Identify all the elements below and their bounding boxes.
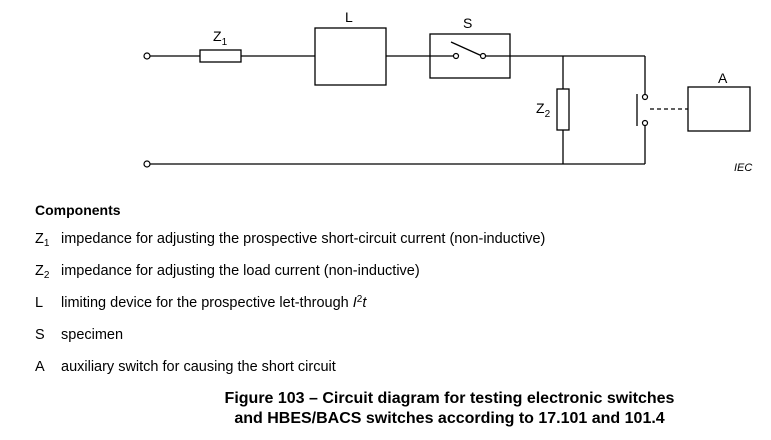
specimen-switch-contact-left	[452, 52, 460, 60]
specimen-switch-contact-right	[479, 52, 487, 60]
legend-item-a: A auxiliary switch for causing the short…	[35, 359, 735, 391]
legend-symbol: A	[35, 359, 45, 375]
legend-symbol: Z2	[35, 263, 50, 281]
legend-text: impedance for adjusting the prospective …	[61, 231, 546, 247]
a-auxiliary-box	[687, 86, 751, 132]
legend-text: auxiliary switch for causing the short c…	[61, 359, 336, 375]
legend-text: specimen	[61, 327, 124, 343]
legend-item-s: S specimen	[35, 327, 735, 359]
circuit-diagram: Z1 L S Z2 A IEC	[143, 9, 752, 174]
specimen-switch-blade	[450, 41, 483, 57]
l-limiting-device-box	[314, 27, 387, 86]
z1-resistor	[199, 49, 242, 63]
aux-switch-contact-top	[641, 93, 649, 101]
z2-label: Z2	[536, 100, 551, 120]
components-legend: Components Z1 impedance for adjusting th…	[35, 202, 735, 391]
legend-symbol: L	[35, 295, 44, 311]
legend-heading: Components	[35, 202, 121, 218]
terminal-top-left	[143, 52, 151, 60]
l-label: L	[345, 9, 353, 25]
z2-resistor	[556, 88, 570, 131]
aux-switch-contact-bottom	[641, 119, 649, 127]
legend-item-l: L limiting device for the prospective le…	[35, 294, 735, 327]
z1-label: Z1	[213, 28, 228, 48]
legend-symbol: Z1	[35, 231, 50, 249]
iec-mark: IEC	[734, 162, 752, 174]
figure-caption-line2: and HBES/BACS switches according to 17.1…	[234, 410, 665, 427]
legend-item-z2: Z2 impedance for adjusting the load curr…	[35, 263, 735, 295]
s-label: S	[463, 15, 472, 31]
legend-item-z1: Z1 impedance for adjusting the prospecti…	[35, 231, 735, 263]
legend-text: limiting device for the prospective let-…	[61, 294, 367, 311]
figure-caption-line1: Figure 103 – Circuit diagram for testing…	[224, 390, 675, 407]
legend-text: impedance for adjusting the load current…	[61, 263, 420, 279]
a-label: A	[718, 70, 728, 86]
terminal-bottom-left	[143, 160, 151, 168]
legend-symbol: S	[35, 327, 45, 343]
